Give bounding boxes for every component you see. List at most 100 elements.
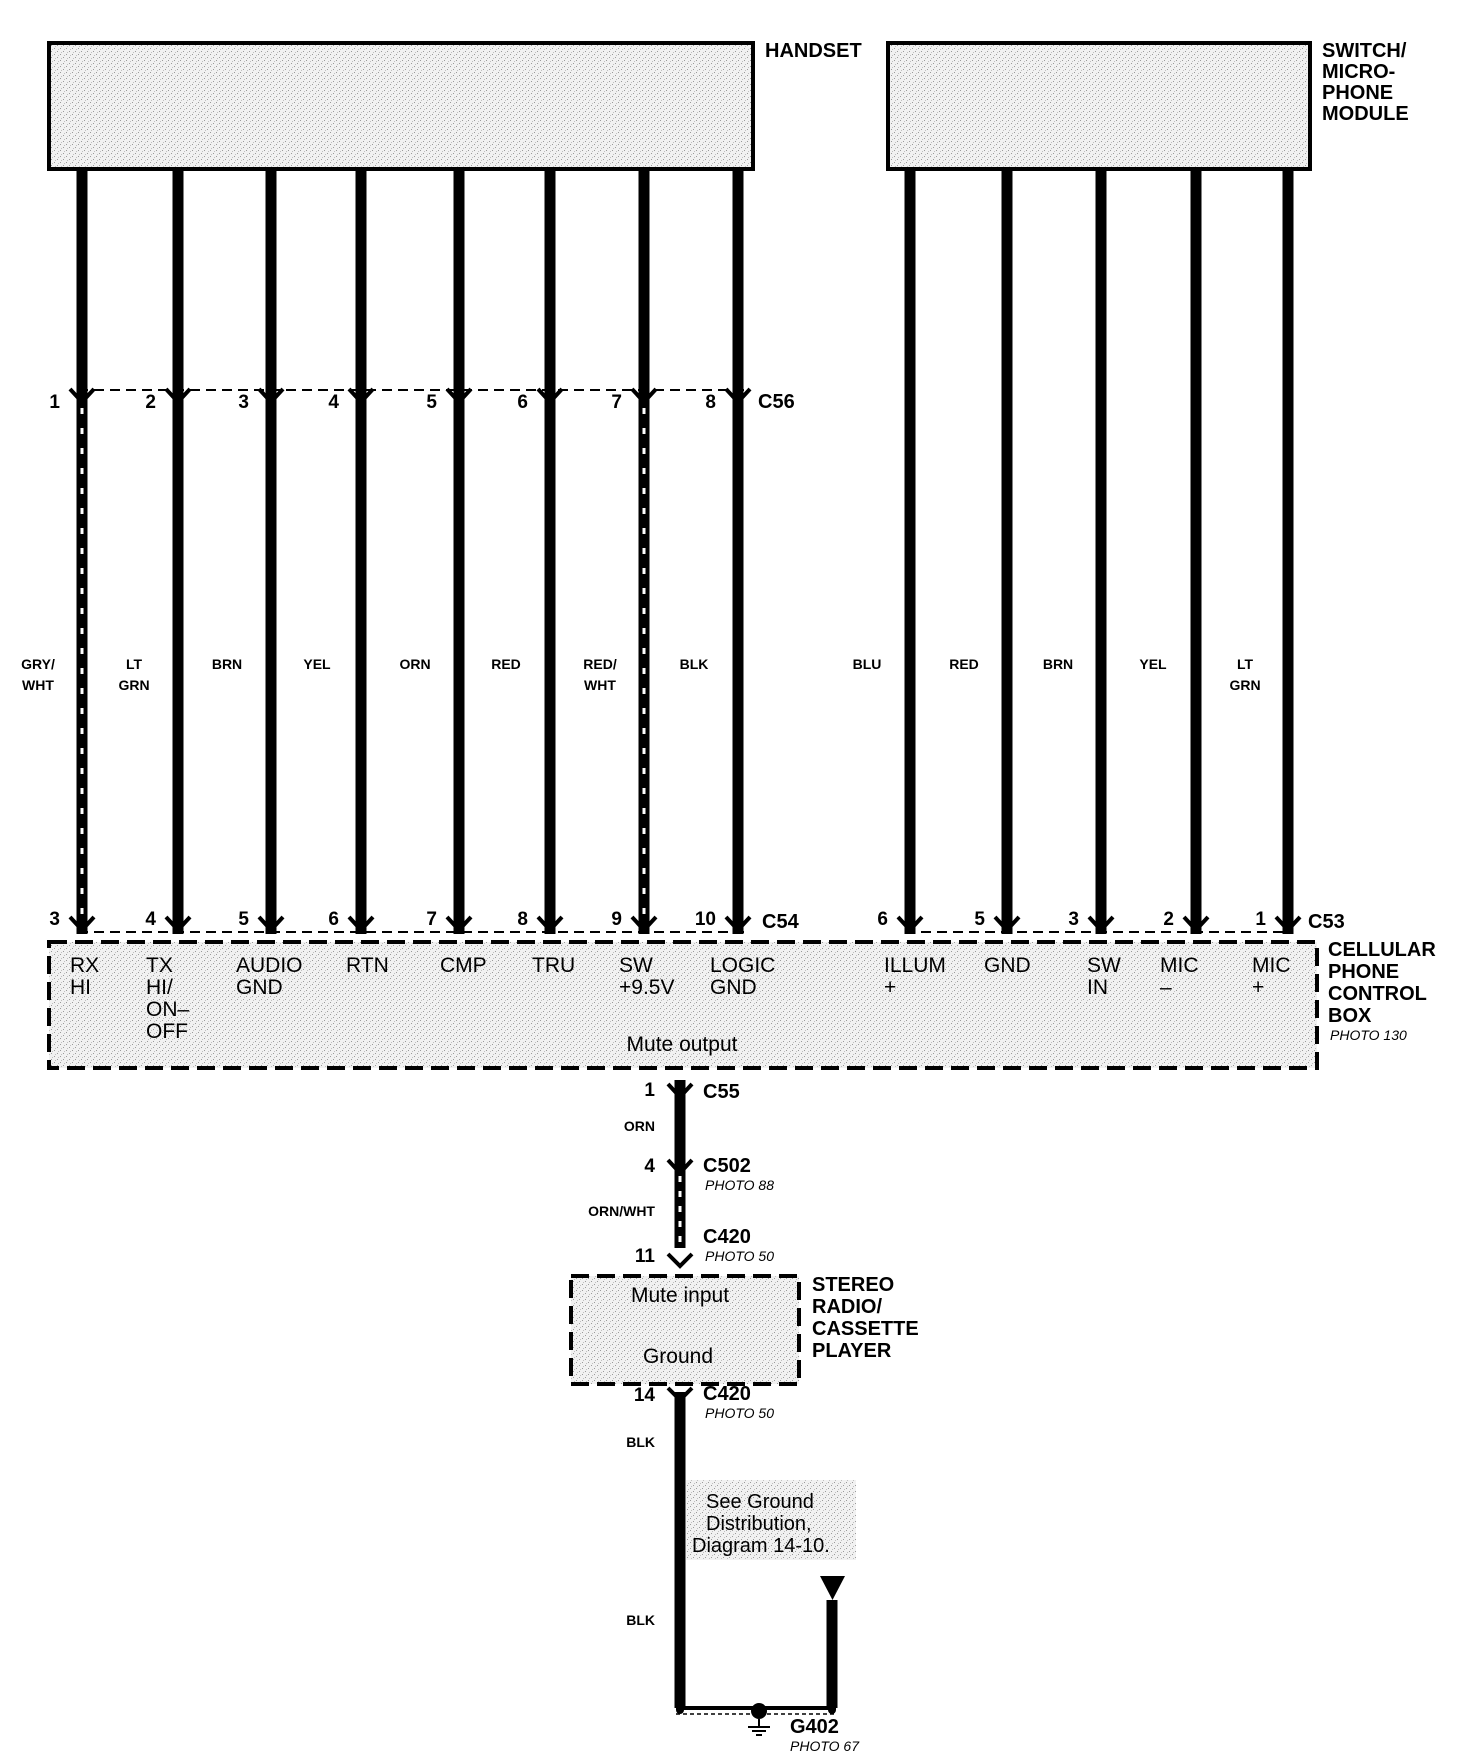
c54-pin-6-number: 6	[328, 909, 339, 930]
mute-input-label: Mute input	[631, 1284, 729, 1307]
stereo-ground-label: Ground	[643, 1345, 713, 1368]
ground-note-background	[686, 1480, 856, 1560]
handset-wire-2-color-1: LT	[126, 656, 143, 672]
mute-circuit: 1 C55 ORN 4 C502 PHOTO 88 ORN/WHT C420 P…	[569, 1080, 919, 1754]
c54-pin-10-number: 10	[695, 909, 716, 930]
handset-component: HANDSET	[47, 40, 862, 171]
c53-pin-5-number: 5	[974, 909, 985, 930]
c420-ground-pin-number: 14	[634, 1385, 656, 1406]
control-box-terminal-10-line-1: LOGIC	[710, 954, 775, 977]
c502-pin-mark	[666, 1158, 694, 1176]
switch-module-label-3: PHONE	[1322, 82, 1393, 104]
handset-wire-3-c56-pin-mark	[257, 387, 285, 405]
cellular-phone-control-box: CELLULAR PHONE CONTROL BOX PHOTO 130 Mut…	[47, 939, 1436, 1070]
module-wire-3-color-1: BRN	[1043, 656, 1073, 672]
ground-note-line-2: Distribution,	[706, 1513, 812, 1535]
module-wire-1-color-1: BLU	[853, 656, 882, 672]
control-box-terminal-sw-line-1: SW	[1087, 954, 1121, 977]
handset-wire-6-c56-pin-mark	[536, 387, 564, 405]
ground-note-line-1: See Ground	[706, 1491, 814, 1513]
stereo-label-1: STEREO	[812, 1274, 894, 1296]
handset-wire-1-color-2: WHT	[22, 677, 54, 693]
module-wire-2-c53-pin-mark	[993, 915, 1021, 933]
c54-pin-9-number: 9	[611, 909, 622, 930]
handset-wire-6-color-1: RED	[491, 656, 521, 672]
blk-wire-color-upper: BLK	[626, 1434, 655, 1450]
control-box-terminal-mic-line-1: MIC	[1160, 954, 1199, 977]
handset-wire-8-c54-pin-mark	[724, 915, 752, 933]
control-box-terminal-mic-line-1: MIC	[1252, 954, 1291, 977]
control-box-terminal-4-line-2: HI/	[146, 976, 173, 999]
switch-module-label-2: MICRO-	[1322, 61, 1395, 83]
c420-bottom-photo-ref: PHOTO 50	[705, 1405, 774, 1421]
c54-pin-5-number: 5	[238, 909, 249, 930]
module-wire-5-c53-pin-mark	[1274, 915, 1302, 933]
c54-pin-3-number: 3	[49, 909, 60, 930]
c54-pin-7-number: 7	[426, 909, 437, 930]
handset-label: HANDSET	[765, 40, 862, 62]
c53-pin-1-number: 1	[1255, 909, 1266, 930]
c55-pin-number: 1	[644, 1080, 655, 1101]
g402-ground-point	[751, 1703, 767, 1719]
c420-top-pin-mark	[666, 1252, 694, 1269]
control-box-terminal-mic-line-2: +	[1252, 976, 1264, 999]
control-box-terminal-9-line-2: +9.5V	[619, 976, 674, 999]
switch-module-label-4: MODULE	[1322, 103, 1409, 125]
c420-top-photo-ref: PHOTO 50	[705, 1248, 774, 1264]
orn-wht-wire-color: ORN/WHT	[588, 1203, 655, 1219]
c56-pin-4-number: 4	[328, 392, 339, 413]
control-box-terminal-3-line-1: RX	[70, 954, 99, 977]
c55-pin-mark	[666, 1082, 694, 1100]
c55-label: C55	[703, 1081, 740, 1103]
c56-pin-7-number: 7	[611, 392, 622, 413]
switch-module-label-1: SWITCH/	[1322, 40, 1407, 62]
control-box-terminal-3-line-2: HI	[70, 976, 91, 999]
control-box-terminal-illum-line-2: +	[884, 976, 896, 999]
c420-top-label: C420	[703, 1226, 751, 1248]
ground-branch-arrow	[820, 1576, 845, 1600]
c56-pin-3-number: 3	[238, 392, 249, 413]
handset-wire-group: 13GRY/WHTRXHI24LTGRNTXHI/ON–OFF35BRNAUDI…	[21, 170, 775, 1043]
control-box-terminal-illum-line-1: ILLUM	[884, 954, 946, 977]
handset-wire-2-color-2: GRN	[118, 677, 149, 693]
g402-label: G402	[790, 1716, 839, 1738]
module-wire-4-color-1: YEL	[1139, 656, 1167, 672]
ground-note-line-3: Diagram 14-10.	[692, 1535, 830, 1557]
handset-wire-5-color-1: ORN	[399, 656, 430, 672]
c420-input-pin-number: 11	[635, 1246, 656, 1267]
handset-wire-5-c56-pin-mark	[445, 387, 473, 405]
handset-wire-5-c54-pin-mark	[445, 915, 473, 933]
handset-wire-2-c54-pin-mark	[164, 915, 192, 933]
c54-pin-8-number: 8	[517, 909, 528, 930]
orn-wire-color: ORN	[624, 1118, 655, 1134]
c56-pin-2-number: 2	[145, 392, 156, 413]
stereo-label-4: PLAYER	[812, 1340, 892, 1362]
handset-wire-4-c56-pin-mark	[347, 387, 375, 405]
control-box-terminal-8-line-1: TRU	[532, 954, 575, 977]
module-wire-1-c53-pin-mark	[896, 915, 924, 933]
c56-pin-6-number: 6	[517, 392, 528, 413]
control-box-terminal-4-line-4: OFF	[146, 1020, 188, 1043]
c53-pin-2-number: 2	[1163, 909, 1174, 930]
blk-wire-color-lower: BLK	[626, 1612, 655, 1628]
control-box-label-4: BOX	[1328, 1005, 1372, 1027]
handset-wire-4-c54-pin-mark	[347, 915, 375, 933]
c54-pin-4-number: 4	[145, 909, 156, 930]
control-box-terminal-4-line-3: ON–	[146, 998, 190, 1021]
control-box-label-1: CELLULAR	[1328, 939, 1436, 961]
handset-wire-6-c54-pin-mark	[536, 915, 564, 933]
handset-wire-8-color-1: BLK	[680, 656, 709, 672]
switch-microphone-module: SWITCH/ MICRO- PHONE MODULE	[886, 40, 1409, 171]
c53-label: C53	[1308, 911, 1345, 933]
control-box-terminal-5-line-1: AUDIO	[236, 954, 303, 977]
ground-splice-right	[828, 1706, 836, 1714]
c53-pin-6-number: 6	[877, 909, 888, 930]
control-box-terminal-9-line-1: SW	[619, 954, 653, 977]
c54-label: C54	[762, 911, 800, 933]
module-wire-3-c53-pin-mark	[1087, 915, 1115, 933]
handset-wire-1-c54-pin-mark	[68, 915, 96, 933]
handset-wire-3-color-1: BRN	[212, 656, 242, 672]
c56-pin-8-number: 8	[705, 392, 716, 413]
module-wire-5-color-2: GRN	[1229, 677, 1260, 693]
